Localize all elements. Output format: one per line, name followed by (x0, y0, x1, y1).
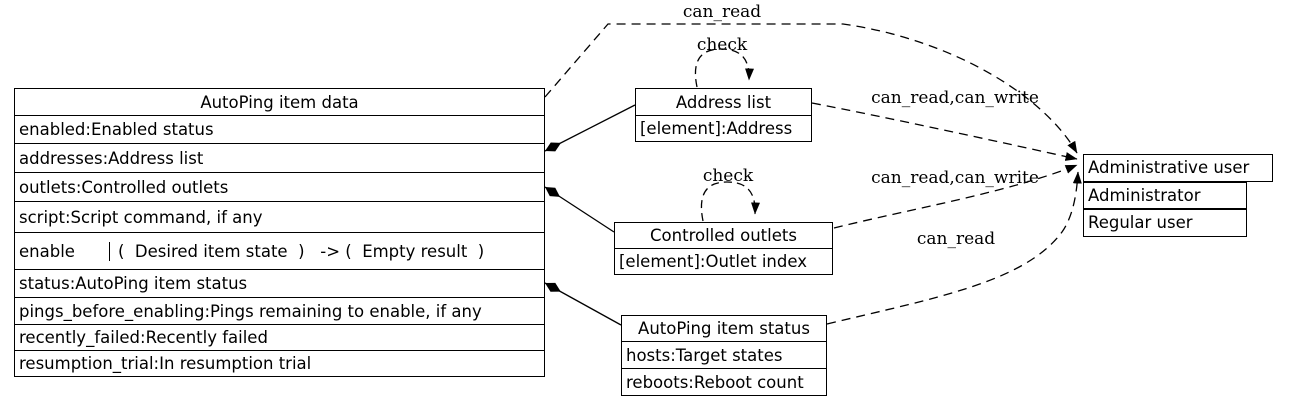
table-title: AutoPing item data (200, 92, 359, 112)
administrative-user-box: Administrative user (1083, 154, 1273, 182)
autoping-status-title: AutoPing item status (638, 319, 810, 338)
row-resumption-trial: resumption_trial:In resumption trial (15, 350, 544, 376)
row-pings-before: pings_before_enabling:Pings remaining to… (15, 297, 544, 324)
controlled-outlets-element-row: [element]:Outlet index (615, 248, 832, 274)
row-status: status:AutoPing item status (15, 269, 544, 297)
regular-user-label: Regular user (1088, 213, 1193, 232)
edge-can-read-write-address (811, 102, 1078, 161)
administrator-label: Administrator (1088, 185, 1201, 205)
administrator-box: Administrator (1083, 182, 1247, 209)
row-enabled: enabled:Enabled status (15, 115, 544, 143)
autoping-item-status-box: AutoPing item status hosts:Target states… (621, 315, 827, 396)
controlled-outlets-title: Controlled outlets (650, 226, 797, 245)
edge-label-can-read-status: can_read (916, 229, 996, 249)
edge-can-read-top (544, 23, 1078, 154)
autoping-item-data-table: AutoPing item data enabled:Enabled statu… (14, 88, 545, 377)
autoping-status-reboots-row: reboots:Reboot count (622, 368, 826, 395)
row-outlets: outlets:Controlled outlets (15, 172, 544, 201)
regular-user-box: Regular user (1083, 209, 1247, 237)
diamond-addresses (545, 142, 562, 152)
autoping-status-hosts-row: hosts:Target states (622, 341, 826, 368)
row-script: script:Script command, if any (15, 201, 544, 232)
address-list-element-row: [element]:Address (636, 115, 811, 141)
row-recently-failed: recently_failed:Recently failed (15, 324, 544, 350)
edge-label-rw-outlets: can_read,can_write (871, 168, 1039, 188)
edge-check-controlled-outlets (700, 181, 760, 222)
edge-label-rw-address: can_read,can_write (871, 88, 1039, 108)
edge-label-check-outlets: check (702, 166, 754, 186)
method-signature: ( Desired item state ) -> ( Empty result… (118, 241, 485, 261)
edge-label-check-address: check (696, 35, 748, 55)
address-list-title: Address list (675, 92, 772, 112)
diamond-status (545, 282, 561, 292)
method-name: enable (15, 241, 110, 261)
administrative-user-label: Administrative user (1088, 158, 1250, 177)
row-enable-method: enable ( Desired item state ) -> ( Empty… (15, 232, 544, 269)
diamond-outlets (545, 187, 561, 197)
controlled-outlets-box: Controlled outlets [element]:Outlet inde… (614, 222, 833, 275)
row-addresses: addresses:Address list (15, 143, 544, 172)
edge-check-address-list (694, 48, 755, 88)
edge-can-read-write-outlets (833, 164, 1078, 229)
address-list-box: Address list [element]:Address (635, 88, 812, 142)
edge-label-can-read-top: can_read (682, 2, 762, 22)
edge-can-read-status (826, 171, 1082, 325)
